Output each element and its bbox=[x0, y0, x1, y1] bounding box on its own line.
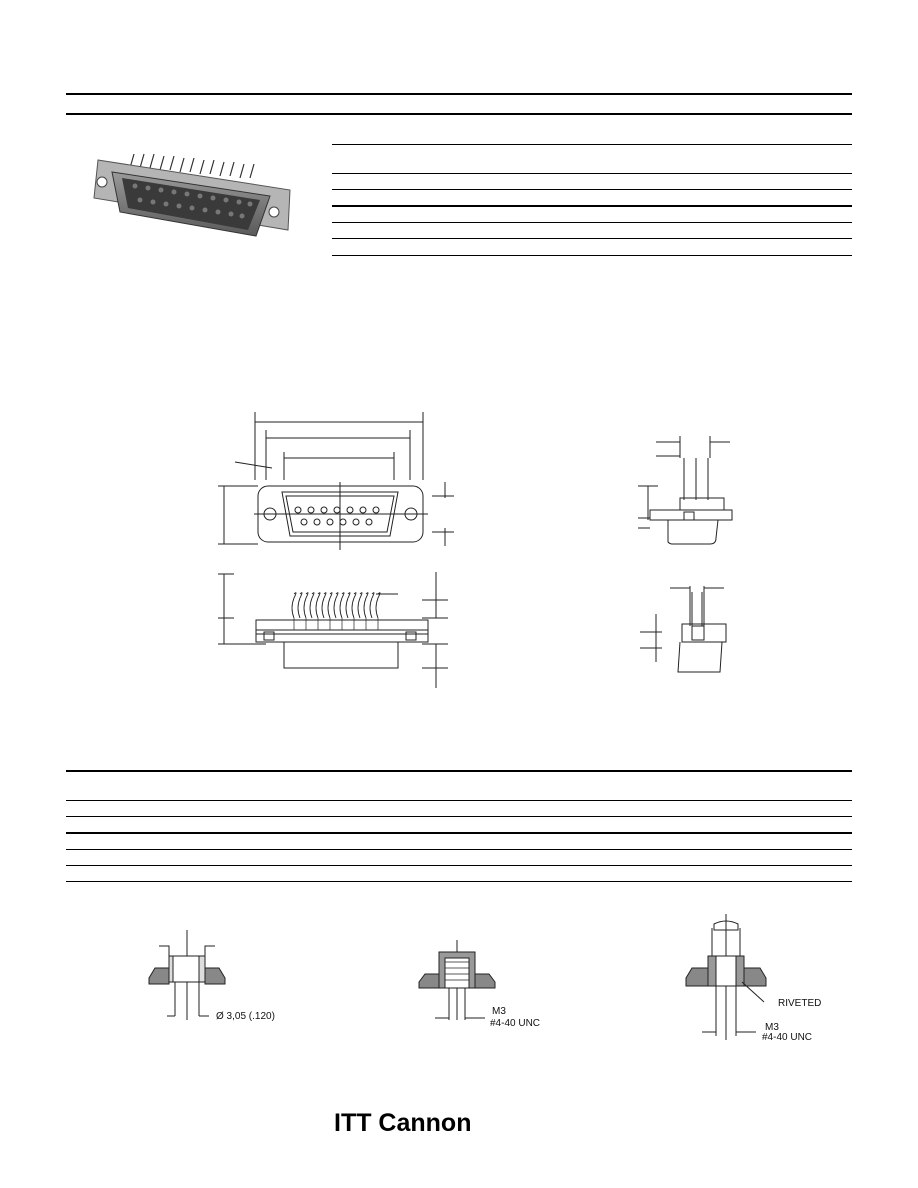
hole-dimension-label: Ø 3,05 (.120) bbox=[216, 1011, 275, 1022]
header-rule-top bbox=[66, 93, 852, 95]
thread-unc-label-2: #4-40 UNC bbox=[762, 1032, 813, 1043]
hardware-table-rule-7 bbox=[66, 881, 852, 882]
mounting-detail-riveted bbox=[685, 914, 767, 1040]
spec-table-rule-2 bbox=[332, 173, 852, 174]
end-view-drawing-2 bbox=[640, 586, 727, 673]
end-view-drawing-1 bbox=[638, 436, 733, 545]
spec-table-rule-5 bbox=[332, 222, 852, 223]
hardware-table-rule-2 bbox=[66, 800, 852, 801]
hardware-table-rule-3 bbox=[66, 816, 852, 817]
hardware-table-rule-1 bbox=[66, 770, 852, 772]
spec-table-rule-3 bbox=[332, 189, 852, 190]
hardware-table-rule-5 bbox=[66, 849, 852, 850]
connector-photo bbox=[93, 153, 291, 237]
mounting-detail-threaded-insert bbox=[418, 940, 496, 1020]
hardware-table-rule-4 bbox=[66, 832, 852, 834]
spec-table-rule-1 bbox=[332, 144, 852, 145]
thread-unc-label-1: #4-40 UNC bbox=[490, 1018, 541, 1029]
thread-m3-label-2: M3 bbox=[765, 1022, 779, 1033]
hardware-table-rule-6 bbox=[66, 865, 852, 866]
side-view-drawing bbox=[218, 572, 448, 688]
spec-table-rule-6 bbox=[332, 238, 852, 239]
mounting-detail-plain-hole bbox=[148, 930, 226, 1020]
spec-table-rule-4 bbox=[332, 205, 852, 207]
thread-m3-label-1: M3 bbox=[492, 1006, 506, 1017]
riveted-label: RIVETED bbox=[778, 998, 822, 1009]
front-view-drawing bbox=[218, 412, 454, 550]
spec-table-rule-7 bbox=[332, 255, 852, 256]
itt-cannon-logo: ITT Cannon bbox=[334, 1109, 472, 1137]
header-rule-bottom bbox=[66, 113, 852, 115]
